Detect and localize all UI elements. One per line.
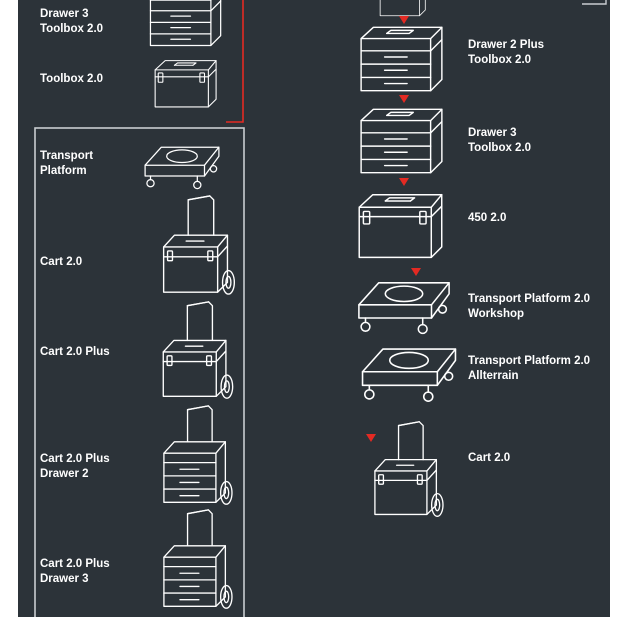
top-group-bracket: [226, 0, 244, 123]
top-item-label: Drawer 3 Toolbox 2.0: [40, 8, 104, 35]
stack-arrow-icon: [411, 268, 421, 276]
cart-plus-drawer-3-icon: [154, 508, 240, 612]
stack-arrow-icon: [399, 16, 409, 24]
right-item-label: Cart 2.0: [468, 452, 511, 464]
top-item-label: Toolbox 2.0: [40, 73, 104, 85]
cart-plus-icon: [154, 298, 240, 404]
transport-platform-workshop-icon: [352, 274, 456, 340]
right-item-label: Drawer 2 Plus Toolbox 2.0: [468, 39, 545, 66]
box-450-icon: [354, 184, 448, 266]
right-item-label: 450 2.0: [468, 212, 507, 224]
left-item-label: Cart 2.0: [40, 256, 83, 268]
left-item-label: Cart 2.0 Plus Drawer 2: [40, 453, 110, 480]
left-group-frame: [34, 127, 245, 617]
left-item-label: Transport Platform: [40, 150, 94, 177]
cart-icon: [156, 192, 240, 300]
left-item-label: Cart 2.0 Plus: [40, 346, 110, 358]
cart-plus-drawer-2-icon: [154, 404, 240, 508]
cart-icon: [356, 418, 460, 522]
drawer-3-toolbox-icon: [356, 104, 448, 176]
corner-bracket: [582, 0, 607, 5]
stack-arrow-icon: [399, 95, 409, 103]
transport-platform-allterrain-icon: [356, 340, 462, 408]
right-item-label: Drawer 3 Toolbox 2.0: [468, 127, 532, 154]
right-item-label: Transport Platform 2.0 Workshop: [468, 293, 591, 320]
right-item-label: Transport Platform 2.0 Allterrain: [468, 355, 591, 382]
stack-arrow-icon: [399, 178, 409, 186]
diagram-panel: Drawer 3 Toolbox 2.0 Toolbox 2.0 Transpo…: [18, 0, 610, 617]
stack-arrow-icon: [366, 434, 376, 442]
drawer-2-plus-toolbox-icon: [356, 22, 448, 94]
left-item-label: Cart 2.0 Plus Drawer 3: [40, 558, 110, 585]
transport-platform-icon: [136, 140, 228, 194]
